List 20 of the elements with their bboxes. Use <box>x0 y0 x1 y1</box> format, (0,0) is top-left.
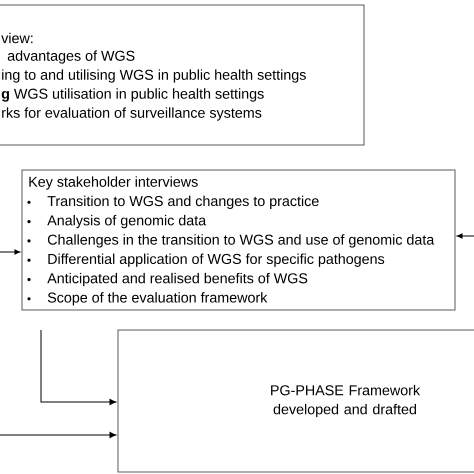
arrow <box>0 249 20 255</box>
heading: Key stakeholder interviews <box>29 176 198 190</box>
box-text: PG-PHASE Framework developed and drafted <box>271 384 420 418</box>
arrow <box>0 432 116 438</box>
list-item: Analysis of genomic data <box>47 214 206 228</box>
list-item: Differential application of WGS for specific pathogens <box>48 254 384 267</box>
list-item: advantages of WGS <box>8 50 134 64</box>
list-item: ing to and utilising WGS in public health settings <box>2 69 306 83</box>
list-item: g WGS utilisation in public health settings <box>2 88 264 102</box>
arrow <box>40 330 116 406</box>
text-box <box>118 330 474 472</box>
text-box <box>22 170 456 310</box>
list-item: Challenges in the transition to WGS and use of genomic data <box>48 234 434 248</box>
list-item: Transition to WGS and changes to practice <box>48 196 319 209</box>
list-item: Anticipated and realised benefits of WGS <box>47 272 308 286</box>
heading: view: <box>1 32 32 44</box>
list-item: Scope of the evaluation framework <box>48 292 268 306</box>
arrow <box>456 233 474 239</box>
text-box <box>0 4 364 146</box>
list-item: rks for evaluation of surveillance systems <box>2 107 262 121</box>
